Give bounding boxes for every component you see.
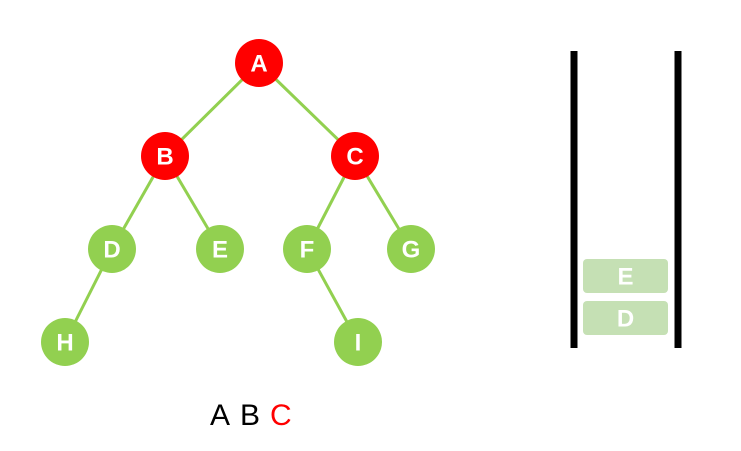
stack-item-box: [583, 301, 668, 335]
stack-item-label: E: [617, 264, 633, 291]
node-circle: [334, 318, 382, 366]
node-label: A: [250, 51, 267, 78]
node-circle: [283, 225, 331, 273]
tree-node-i: I: [334, 318, 382, 366]
node-circle: [141, 132, 189, 180]
node-circle: [387, 225, 435, 273]
node-circle: [196, 225, 244, 273]
tree-edges: [63, 61, 413, 343]
sequence-item-a: A: [210, 399, 230, 432]
tree-node-b: B: [141, 132, 189, 180]
node-label: C: [346, 144, 363, 171]
sequence-item-b: B: [240, 399, 260, 432]
stack-item-label: D: [617, 306, 634, 333]
node-circle: [41, 318, 89, 366]
node-circle: [235, 39, 283, 87]
node-label: G: [402, 237, 421, 264]
node-label: B: [156, 144, 173, 171]
node-label: D: [103, 237, 120, 264]
tree-node-e: E: [196, 225, 244, 273]
stack-item-d: D: [583, 301, 668, 335]
tree-nodes: A B C D E F G H I: [41, 39, 435, 366]
stack: ED: [570, 51, 682, 348]
node-label: I: [355, 330, 362, 357]
node-label: E: [212, 237, 228, 264]
sequence-item-c: C: [270, 399, 292, 432]
stack-items: ED: [583, 259, 668, 335]
stack-item-box: [583, 259, 668, 293]
node-circle: [88, 225, 136, 273]
tree-node-g: G: [387, 225, 435, 273]
node-label: F: [300, 237, 315, 264]
tree-node-d: D: [88, 225, 136, 273]
tree-node-f: F: [283, 225, 331, 273]
node-circle: [331, 132, 379, 180]
stack-item-e: E: [583, 259, 668, 293]
tree-node-h: H: [41, 318, 89, 366]
tree-node-a: A: [235, 39, 283, 87]
node-label: H: [56, 330, 73, 357]
tree-node-c: C: [331, 132, 379, 180]
